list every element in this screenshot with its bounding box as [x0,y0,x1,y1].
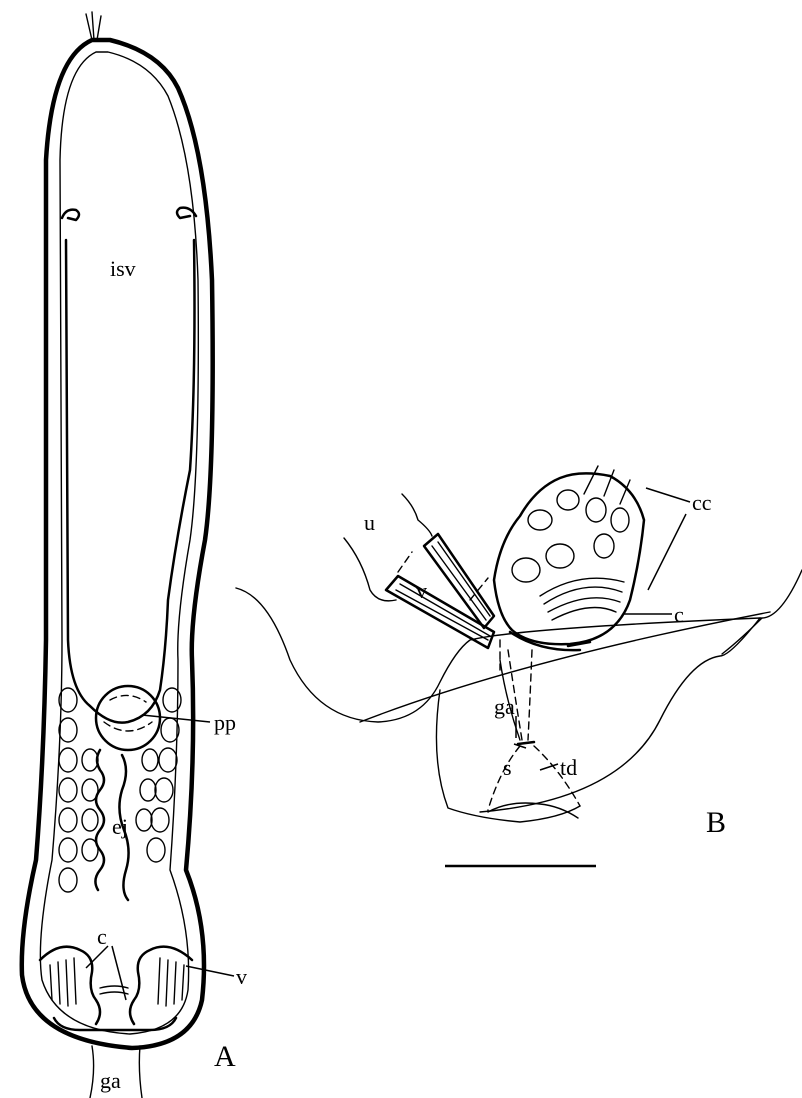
label-s-b: s [503,755,512,780]
label-v-a: v [236,964,247,989]
vesicle-strip-upper [424,534,494,628]
label-cc-b: cc [692,490,712,515]
label-u-b: u [364,510,375,535]
label-c-b: c [674,602,684,627]
cirrus-left [40,947,100,1024]
ejaculatory-duct [95,750,104,890]
vesicle-strip-lower [386,576,494,648]
panel-b-drawing [236,466,802,822]
gland-cells-left [59,688,98,892]
seminal-vesicle-outer-wall [22,40,213,1048]
label-v-b: v [416,578,427,603]
label-ej: ej [112,814,128,839]
label-c-a: c [97,924,107,949]
internal-seminal-vesicle-lumen [66,240,195,723]
panel-a-drawing [22,12,213,1098]
label-pp: pp [214,710,236,735]
seminal-vesicle-inner-wall [40,52,198,1034]
label-ga-a: ga [100,1068,121,1093]
panel-a-leaders [86,715,234,1000]
label-isv: isv [110,256,136,281]
label-td-b: td [560,755,577,780]
panel-label-b: B [706,806,726,839]
label-ga-b: ga [494,694,515,719]
panel-label-a: A [214,1040,236,1073]
